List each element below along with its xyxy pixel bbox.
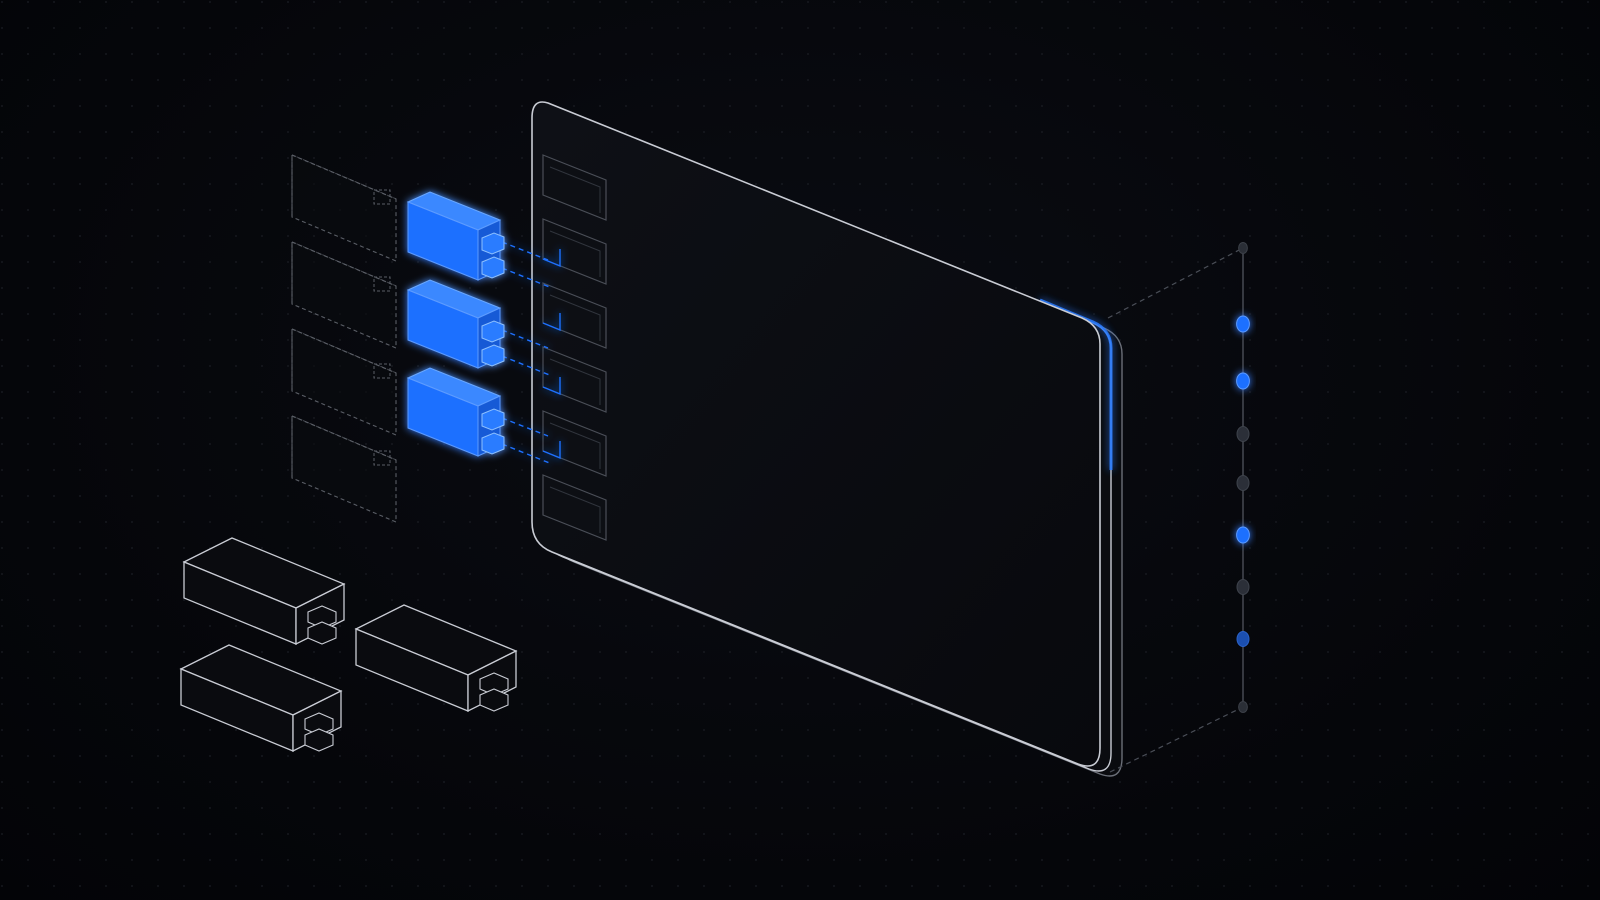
loose-modules [179, 537, 518, 753]
status-dot-icon [1236, 475, 1250, 491]
status-dot-icon [1236, 579, 1250, 595]
board-front-face [531, 101, 1101, 767]
board-slot [542, 282, 607, 349]
module-box-icon [182, 537, 346, 646]
module-slot-empty [291, 241, 397, 349]
status-dot-icon [1238, 701, 1248, 713]
status-dot-icon [1236, 526, 1250, 544]
module-slot-empty [291, 415, 397, 523]
board-slot [542, 410, 607, 477]
status-dot-icon [1236, 631, 1250, 647]
status-dot-icon [1236, 315, 1250, 333]
module-stack [291, 154, 505, 523]
module-box-icon [406, 279, 505, 369]
board-slot [542, 154, 607, 221]
status-dot-icon [1236, 372, 1250, 390]
board-panel [531, 101, 1123, 777]
rail-guide-top [1107, 247, 1244, 319]
status-dot-icon [1236, 426, 1250, 442]
module-slot-empty [291, 154, 397, 262]
board-edge-glow [1039, 298, 1113, 470]
module-slot-empty [291, 328, 397, 436]
module-box-icon [179, 644, 343, 753]
module-box-icon [406, 367, 505, 457]
module-box-icon [406, 191, 505, 281]
status-indicator-rail [1107, 242, 1250, 773]
module-box-icon [354, 604, 518, 713]
rail-guide-bottom [1109, 706, 1244, 773]
board-slot [542, 346, 607, 413]
status-dot-icon [1238, 242, 1248, 254]
board-slot [542, 474, 607, 541]
board-slot [542, 218, 607, 285]
